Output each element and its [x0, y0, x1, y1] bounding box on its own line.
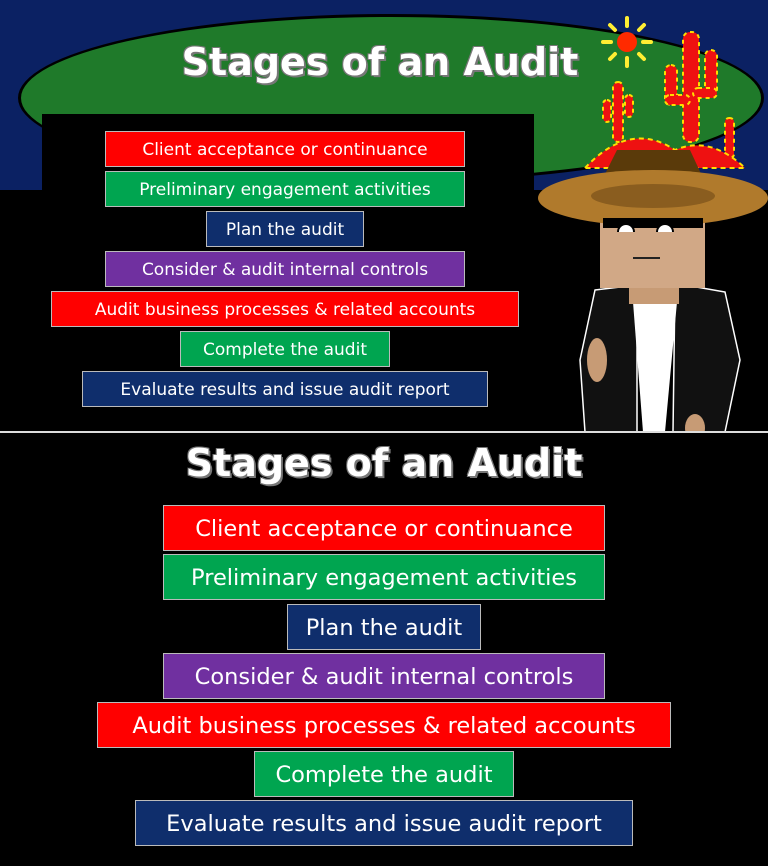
stage-client-acceptance: Client acceptance or continuance — [105, 131, 465, 167]
stage-business-processes: Audit business processes & related accou… — [51, 291, 519, 327]
stage-evaluate-results: Evaluate results and issue audit report — [82, 371, 488, 407]
stage-preliminary-engagement: Preliminary engagement activities — [163, 554, 605, 600]
stage-preliminary-engagement: Preliminary engagement activities — [105, 171, 465, 207]
stage-complete-audit: Complete the audit — [180, 331, 390, 367]
stage-business-processes: Audit business processes & related accou… — [97, 702, 671, 748]
stage-plan-audit: Plan the audit — [287, 604, 481, 650]
stage-internal-controls: Consider & audit internal controls — [163, 653, 605, 699]
stage-client-acceptance: Client acceptance or continuance — [163, 505, 605, 551]
cactus-icon — [602, 31, 735, 159]
top-slide: Stages of an Audit — [0, 0, 768, 432]
top-slide-title: Stages of an Audit — [181, 40, 579, 84]
bottom-slide-title: Stages of an Audit — [185, 441, 583, 485]
stage-plan-audit: Plan the audit — [206, 211, 364, 247]
cowboy-character — [538, 150, 768, 432]
bottom-slide: Stages of an Audit Client acceptance or … — [0, 433, 768, 866]
stage-internal-controls: Consider & audit internal controls — [105, 251, 465, 287]
stage-evaluate-results: Evaluate results and issue audit report — [135, 800, 633, 846]
slide-divider — [0, 431, 768, 433]
sun-icon — [601, 16, 653, 68]
stage-complete-audit: Complete the audit — [254, 751, 514, 797]
